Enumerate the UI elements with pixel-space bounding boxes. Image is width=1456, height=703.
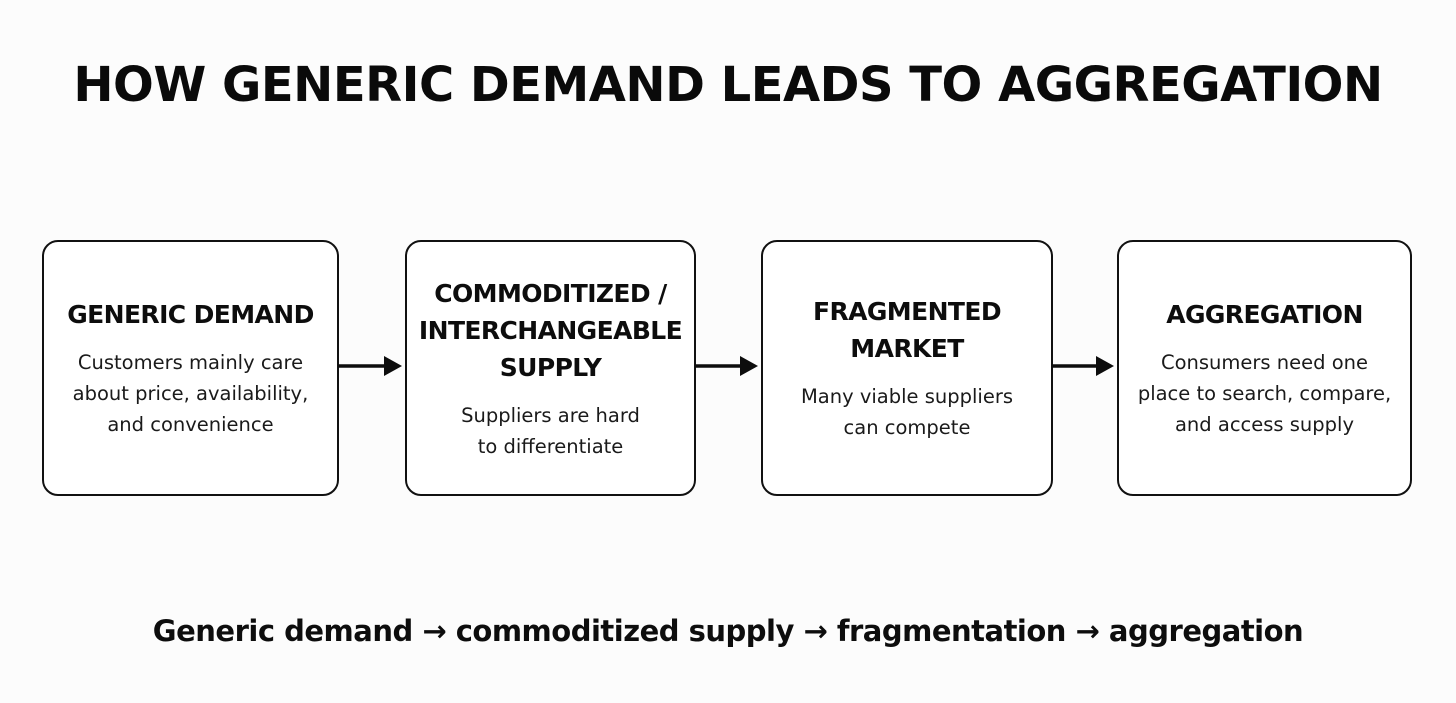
step-box-aggregation: AGGREGATION Consumers need one place to … [1117,240,1412,496]
flow-arrow-icon [1052,356,1114,376]
flow-arrow-icon [695,356,758,376]
step-heading: FRAGMENTED MARKET [813,297,1002,363]
step-heading: COMMODITIZED / INTERCHANGEABLE SUPPLY [418,278,683,382]
step-description: Customers mainly care about price, avail… [72,351,309,436]
step-description: Suppliers are hard to differentiate [461,403,640,458]
summary-chain: Generic demand → commoditized supply → f… [152,614,1304,648]
step-heading: GENERIC DEMAND [67,300,314,329]
flow-arrow-icon [338,356,402,376]
diagram-title: HOW GENERIC DEMAND LEADS TO AGGREGATION [73,57,1383,113]
step-description: Consumers need one place to search, comp… [1137,351,1392,436]
step-heading: AGGREGATION [1166,300,1363,329]
step-box-fragmented-market: FRAGMENTED MARKET Many viable suppliers … [761,240,1053,496]
step-description: Many viable suppliers can compete [800,385,1014,439]
step-box-generic-demand: GENERIC DEMAND Customers mainly care abo… [42,240,339,496]
step-box-commoditized-supply: COMMODITIZED / INTERCHANGEABLE SUPPLY Su… [405,240,696,496]
